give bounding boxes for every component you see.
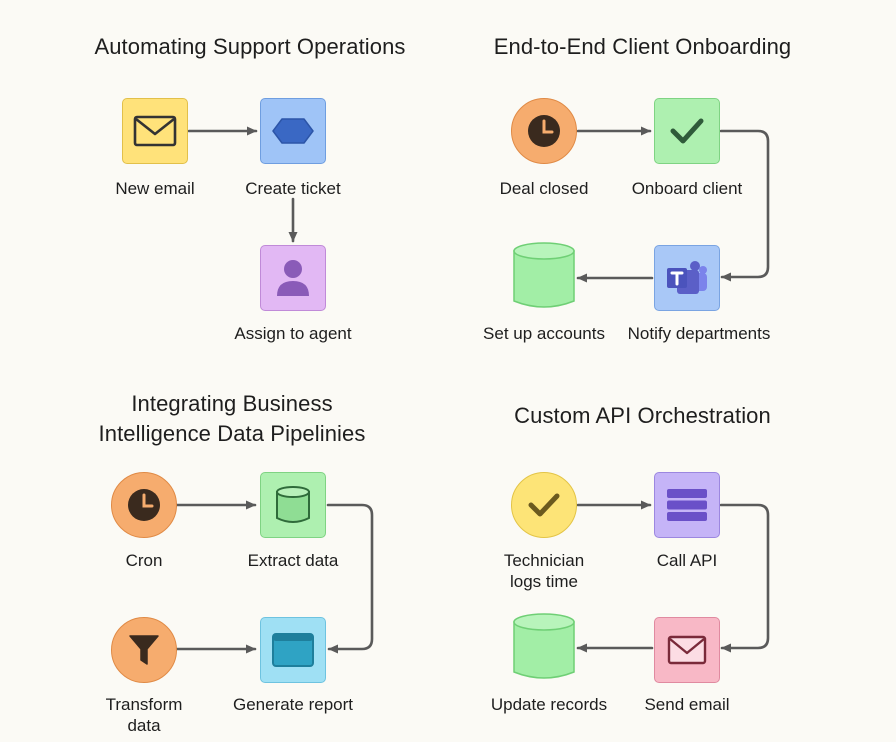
clock-icon bbox=[128, 489, 160, 521]
envelope-icon bbox=[667, 635, 707, 665]
server-icon bbox=[667, 489, 707, 521]
node-label: New email bbox=[115, 179, 195, 198]
node-onboard-client bbox=[654, 98, 720, 164]
node-transform-data bbox=[111, 617, 177, 683]
node-label: Generate report bbox=[232, 695, 353, 714]
node-notify-departments bbox=[654, 245, 720, 311]
node-update-records bbox=[511, 613, 577, 680]
node-label: Send email bbox=[644, 695, 730, 714]
node-label: Call API bbox=[656, 551, 718, 570]
node-call-api bbox=[654, 472, 720, 538]
node-assign-to-agent bbox=[260, 245, 326, 311]
node-generate-report bbox=[260, 617, 326, 683]
database-icon bbox=[513, 613, 575, 679]
person-icon bbox=[277, 260, 309, 296]
node-label: Update records bbox=[490, 695, 608, 714]
diagram-title: Integrating Business Intelligence Data P… bbox=[98, 391, 366, 446]
node-cron bbox=[111, 472, 177, 538]
arrow-onboard-client-to-notify-departments bbox=[719, 129, 770, 282]
hexagon-icon bbox=[272, 118, 314, 144]
node-deal-closed bbox=[511, 98, 577, 164]
diagram-title: Custom API Orchestration bbox=[514, 403, 771, 428]
node-label: Set up accounts bbox=[483, 324, 605, 343]
node-send-email bbox=[654, 617, 720, 683]
checkmark-icon bbox=[670, 118, 704, 144]
node-label: Transform data bbox=[105, 695, 183, 735]
node-set-up-accounts bbox=[511, 242, 577, 309]
node-new-email bbox=[122, 98, 188, 164]
node-label: Technician logs time bbox=[503, 551, 585, 591]
database-icon bbox=[513, 242, 575, 308]
node-label: Onboard client bbox=[631, 179, 743, 198]
node-label: Extract data bbox=[247, 551, 339, 570]
teams-icon bbox=[667, 261, 707, 294]
filter-icon bbox=[129, 635, 159, 665]
checkmark-icon bbox=[528, 493, 560, 517]
node-label: Cron bbox=[125, 551, 163, 570]
node-label: Deal closed bbox=[499, 179, 589, 198]
envelope-icon bbox=[133, 115, 177, 147]
node-create-ticket bbox=[260, 98, 326, 164]
database-icon bbox=[276, 486, 310, 523]
arrow-call-api-to-send-email bbox=[719, 503, 770, 653]
node-label: Create ticket bbox=[245, 179, 341, 198]
node-technician-logs-time bbox=[511, 472, 577, 538]
window-icon bbox=[272, 633, 314, 667]
node-extract-data bbox=[260, 472, 326, 538]
node-label: Assign to agent bbox=[234, 324, 352, 343]
diagram-title: End-to-End Client Onboarding bbox=[493, 34, 792, 59]
arrow-extract-data-to-generate-report bbox=[326, 503, 374, 654]
diagram-title: Automating Support Operations bbox=[94, 34, 406, 59]
node-label: Notify departments bbox=[627, 324, 771, 343]
clock-icon bbox=[528, 115, 560, 147]
